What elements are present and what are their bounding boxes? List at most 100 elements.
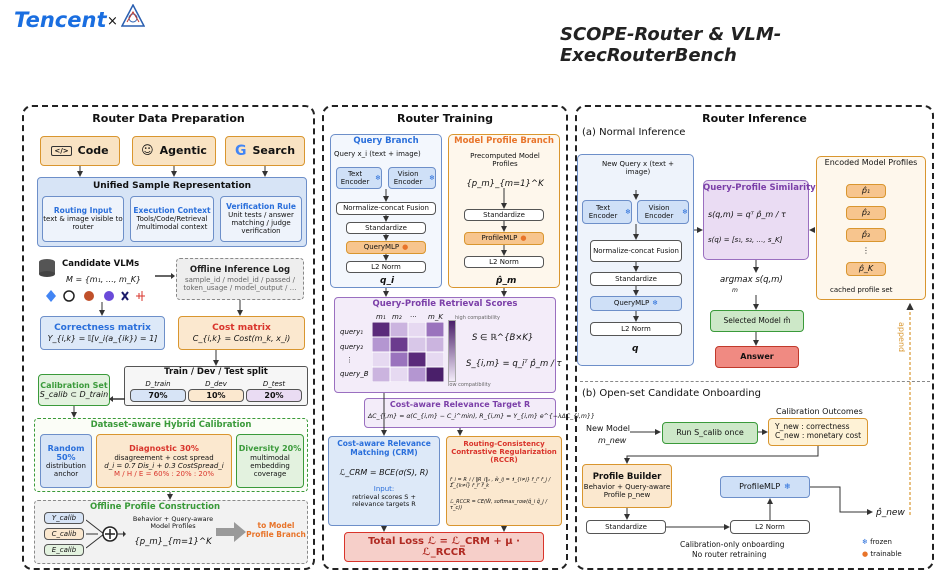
- split-train-name: D_train: [145, 380, 171, 388]
- unified-title: Unified Sample Representation: [92, 181, 252, 191]
- e-calib-box: E_calib: [44, 544, 84, 556]
- router-training-panel: [322, 105, 568, 570]
- scores-high: high compatibility: [455, 315, 501, 321]
- train-title: Router Training: [396, 112, 494, 125]
- snowflake-icon: ❄: [682, 207, 688, 216]
- arrow-split-to-calib: [109, 388, 125, 402]
- argmax-label: argmax s(q,m): [720, 275, 783, 285]
- c-calib-box: C_calib: [44, 528, 84, 540]
- scores-f2: S_{i,m} = q_iᵀ p̂_m / τ: [466, 359, 562, 369]
- p-new-out: p̂_new: [876, 508, 905, 518]
- google-icon: G: [234, 142, 247, 159]
- similarity-title: Query-Profile Similarity: [703, 183, 816, 193]
- new-model-label: New Model: [586, 424, 631, 433]
- heatmap-colorbar: [448, 320, 456, 382]
- profile-p3: p̂₃: [846, 228, 886, 242]
- onboard-standardize: Standardize: [586, 520, 666, 534]
- snowflake-icon: ❄: [375, 173, 381, 182]
- run-calib-box: Run S_calib once: [662, 422, 758, 444]
- train-fusion: Normalize-concat Fusion: [336, 202, 436, 215]
- y-calib-box: Y_calib: [44, 512, 84, 524]
- profile-branch-pre: Precomputed Model Profiles: [470, 152, 540, 169]
- to-profile-branch: to Model Profile Branch: [246, 521, 306, 539]
- scores-f1: S ∈ ℝ^{B×K}: [472, 333, 534, 343]
- snowflake-icon: ❄: [784, 482, 791, 492]
- onboard-note-1: Calibration-only onboarding: [680, 540, 785, 549]
- crm-input: retrieval scores S + relevance targets R: [352, 493, 416, 509]
- scores-col-4: m_K: [428, 313, 443, 321]
- profile-p2: p̂₂: [846, 206, 886, 220]
- target-box: [364, 398, 556, 428]
- infer-q: q: [632, 344, 639, 354]
- profile-dots: ⋮: [862, 246, 870, 255]
- train-text-encoder: Text Encoder❄: [336, 167, 382, 189]
- score-heatmap: [371, 321, 445, 383]
- flame-icon: ●: [520, 234, 527, 243]
- profile-p1: p̂₁: [846, 184, 886, 198]
- outcomes-title: Calibration Outcomes: [776, 407, 863, 416]
- train-qi: q_i: [380, 276, 395, 286]
- hybrid-title: Dataset-aware Hybrid Calibration: [90, 420, 252, 430]
- split-test-name: D_test: [262, 380, 286, 388]
- scores-col-3: ···: [410, 313, 417, 321]
- answer-box: Answer: [715, 346, 799, 368]
- profile-standardize: Standardize: [464, 209, 544, 221]
- profile-out: p̂_m: [496, 276, 517, 286]
- profile-mlp: ProfileMLP●: [464, 232, 544, 245]
- argmax-sub: m: [732, 287, 738, 294]
- infer-title: Router Inference: [702, 112, 807, 125]
- offline-profile-formula: {p_m}_{m=1}^K: [134, 537, 212, 547]
- combine-icon: [85, 516, 126, 552]
- snowflake-icon: ❄: [862, 538, 868, 546]
- profile-branch-formula: {p_m}_{m=1}^K: [466, 179, 544, 189]
- header-title: SCOPE-Router & VLM-ExecRouterBench: [560, 24, 782, 66]
- rccr-box: [446, 436, 562, 526]
- scores-col-1: m₁: [376, 313, 386, 321]
- infer-vision-encoder: Vision Encoder❄: [637, 200, 689, 224]
- split-dev-pct: 10%: [188, 389, 244, 402]
- train-l2norm: L2 Norm: [346, 261, 426, 273]
- onboard-note-2: No router retraining: [692, 550, 767, 559]
- profile-pk: p̂_K: [846, 262, 886, 276]
- target-title: Cost-aware Relevance Target R: [389, 400, 531, 409]
- source-agentic: ☺Agentic: [132, 136, 216, 166]
- candidate-vlms-formula: M = {m₁, …, m_K}: [66, 275, 142, 284]
- gray-arrow: [216, 522, 246, 542]
- new-model-sym: m_new: [598, 436, 627, 445]
- scores-low: low compatibility: [448, 382, 491, 388]
- scores-title: Query-Profile Retrieval Scores: [372, 299, 518, 309]
- profile-l2norm: L2 Norm: [464, 256, 544, 268]
- tencent-logo: Tencent: [14, 8, 107, 32]
- router-inference-panel: [575, 105, 934, 570]
- scores-row-4: query_B: [340, 370, 369, 378]
- scores-row-1: query₁: [340, 328, 364, 336]
- onboard-title: (b) Open-set Candidate Onboarding: [582, 388, 761, 399]
- times-symbol: ×: [107, 14, 118, 29]
- legend-trainable: ● trainable: [862, 550, 902, 558]
- prep-title: Router Data Preparation: [92, 112, 245, 125]
- divider: [580, 381, 930, 382]
- model-logos: [44, 288, 159, 302]
- infer-text-encoder: Text Encoder❄: [582, 200, 632, 224]
- source-code: </>Code: [40, 136, 120, 166]
- encoded-profiles-title: Encoded Model Profiles: [824, 158, 918, 167]
- infer-querymlp: QueryMLP❄: [590, 296, 682, 311]
- rccr-f2: ℒ_RCCR = CE(W̃, softmax_row(q̂_i q̂_j / …: [450, 499, 548, 511]
- router-data-preparation-panel: [22, 105, 315, 570]
- selected-model-box: Selected Model m̂: [710, 310, 804, 332]
- split-dev-name: D_dev: [205, 380, 227, 388]
- random-box: Random 50%distribution anchor: [40, 434, 92, 488]
- snowflake-icon: ❄: [652, 299, 659, 308]
- arrow-to-log: [155, 265, 175, 279]
- crm-input-head: Input:: [373, 485, 395, 493]
- rccr-f1: r̄_i = R_i / ‖R_i‖₁ , w̃_ij = 𝟏_{i≠j} r̄…: [450, 477, 551, 489]
- onboard-l2norm: L2 Norm: [730, 520, 810, 534]
- split-train-pct: 70%: [130, 389, 186, 402]
- scores-row-2: query₂: [340, 343, 364, 351]
- cached-profile-set: cached profile set: [830, 286, 893, 294]
- code-icon: </>: [51, 145, 72, 157]
